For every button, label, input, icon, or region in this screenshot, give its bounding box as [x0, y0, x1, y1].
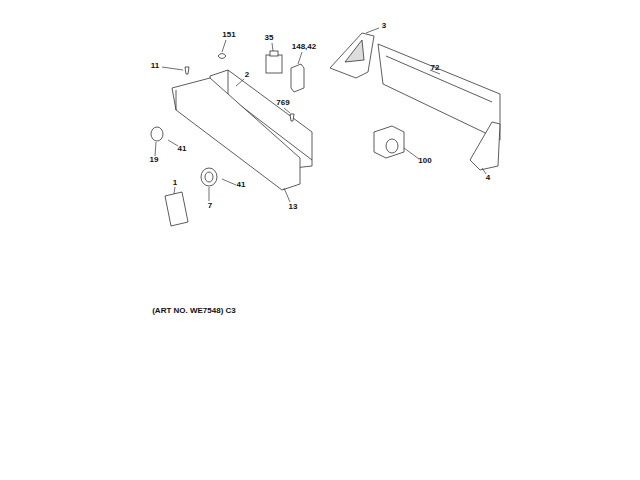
panel-edge	[386, 56, 492, 102]
clip	[218, 54, 226, 59]
leader-lines	[155, 28, 486, 202]
screw	[290, 114, 294, 121]
control-panel	[172, 78, 300, 190]
end-bracket	[330, 33, 374, 78]
callout-number: 7	[208, 202, 212, 210]
knob	[201, 168, 217, 186]
screw	[185, 67, 189, 74]
callout-number: 41	[178, 145, 187, 153]
knob	[151, 127, 163, 141]
callout-number: 1	[173, 179, 177, 187]
callout-number: 100	[418, 157, 431, 165]
card	[165, 192, 188, 226]
bracket-detail	[345, 40, 364, 62]
knob-face	[205, 172, 213, 182]
switch	[291, 64, 304, 92]
panel-edge	[176, 90, 177, 110]
switch-tab	[270, 51, 278, 56]
callout-number: 2	[245, 71, 249, 79]
callout-number: 769	[276, 99, 289, 107]
switch	[266, 55, 282, 73]
art-number-note: (ART NO. WE7548) C3	[152, 307, 236, 315]
callout-number: 11	[151, 62, 159, 70]
callout-number: 72	[431, 64, 440, 72]
callout-number: 4	[486, 174, 490, 182]
timer	[374, 126, 404, 158]
timer-shaft	[386, 139, 398, 153]
back-panel	[378, 44, 500, 140]
callout-number: 151	[222, 31, 235, 39]
end-bracket	[470, 122, 500, 170]
callout-number: 3	[382, 22, 386, 30]
callout-number: 41	[237, 181, 246, 189]
callout-number: 35	[265, 34, 274, 42]
callout-number: 148,42	[292, 43, 316, 51]
callout-number: 13	[289, 203, 298, 211]
callout-number: 19	[150, 156, 159, 164]
